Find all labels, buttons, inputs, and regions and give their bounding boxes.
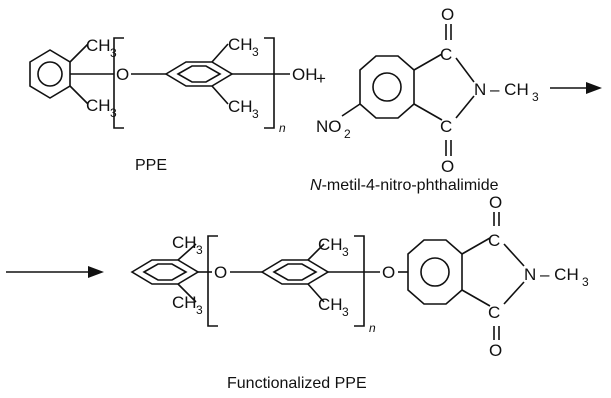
repeat-count-n: n <box>279 121 286 135</box>
nitro-subscript: 2 <box>344 127 351 141</box>
bond <box>211 43 229 63</box>
phthalimide-benzene-ring <box>359 55 415 119</box>
methyl-subscript: 3 <box>196 303 203 317</box>
methyl-subscript: 3 <box>342 245 349 259</box>
plus-sign: + <box>316 69 326 88</box>
n-methyl-subscript: 3 <box>532 90 539 104</box>
linking-ether-oxygen: O <box>382 263 395 282</box>
bond <box>341 103 361 117</box>
n-methyl-subscript: 3 <box>582 275 589 289</box>
bond <box>69 43 89 63</box>
methyl-label: CH <box>86 96 111 115</box>
bond <box>503 281 525 305</box>
repeat-count-n: n <box>369 321 376 335</box>
aromatic-circle <box>37 61 63 87</box>
n-methyl-label: – CH <box>540 265 579 284</box>
aromatic-circle <box>420 257 450 287</box>
carbonyl-oxygen: O <box>441 5 454 24</box>
methyl-label: CH <box>86 36 111 55</box>
carbonyl-carbon: C <box>440 117 452 136</box>
carbonyl-oxygen: O <box>441 157 454 176</box>
carbonyl-oxygen: O <box>489 341 502 360</box>
bond <box>307 283 325 303</box>
methyl-label: CH <box>228 97 253 116</box>
n-methyl-label: – CH <box>490 80 529 99</box>
methyl-label: CH <box>318 235 343 254</box>
methyl-label: CH <box>172 233 197 252</box>
right-bracket <box>354 235 365 327</box>
bond <box>211 85 229 105</box>
left-benzene-ring-inner <box>142 263 188 281</box>
methyl-label: CH <box>228 35 253 54</box>
imide-nitrogen: N <box>474 80 486 99</box>
methyl-subscript: 3 <box>196 243 203 257</box>
bond <box>307 243 325 261</box>
bond <box>413 53 443 71</box>
left-bracket <box>207 235 218 327</box>
bond <box>69 85 89 105</box>
reagent-caption: N-metil-4-nitro-phthalimide <box>310 177 499 194</box>
imide-nitrogen: N <box>524 265 536 284</box>
repeat-benzene-ring-inner <box>272 263 318 281</box>
methyl-label: CH <box>318 295 343 314</box>
reaction-arrow <box>550 82 602 94</box>
carbonyl-carbon: C <box>440 45 452 64</box>
ppe-caption: PPE <box>135 157 167 174</box>
phthalimide-benzene-ring <box>407 239 463 305</box>
bond <box>461 289 491 307</box>
ether-oxygen: O <box>116 65 129 84</box>
carbonyl-carbon: C <box>488 303 500 322</box>
aromatic-circle <box>372 72 402 102</box>
left-benzene-ring <box>29 49 71 99</box>
nitrophthalimide-molecule: C O C O N – CH 3 NO 2 <box>316 5 539 176</box>
bond <box>177 243 197 261</box>
methyl-subscript: 3 <box>252 107 259 121</box>
methyl-label: CH <box>172 293 197 312</box>
bond <box>455 57 475 83</box>
carbonyl-carbon: C <box>488 231 500 250</box>
ether-oxygen: O <box>214 263 227 282</box>
repeat-benzene-ring-inner <box>176 65 222 83</box>
hydroxyl-group: OH <box>292 65 318 84</box>
nitro-group: NO <box>316 117 342 136</box>
functionalized-ppe-molecule: CH 3 CH 3 O CH 3 CH 3 n O C O <box>130 193 589 360</box>
reaction-arrow <box>6 266 104 278</box>
carbonyl-oxygen: O <box>489 193 502 212</box>
left-bracket <box>113 37 124 129</box>
methyl-subscript: 3 <box>252 45 259 59</box>
bond <box>461 237 491 255</box>
right-bracket <box>264 37 275 129</box>
product-caption: Functionalized PPE <box>227 375 367 392</box>
methyl-subscript: 3 <box>342 305 349 319</box>
bond <box>177 283 197 303</box>
ppe-molecule: CH 3 CH 3 O CH 3 CH 3 n OH <box>29 35 318 135</box>
bond <box>455 95 475 119</box>
bond <box>503 243 525 267</box>
bond <box>413 103 443 121</box>
